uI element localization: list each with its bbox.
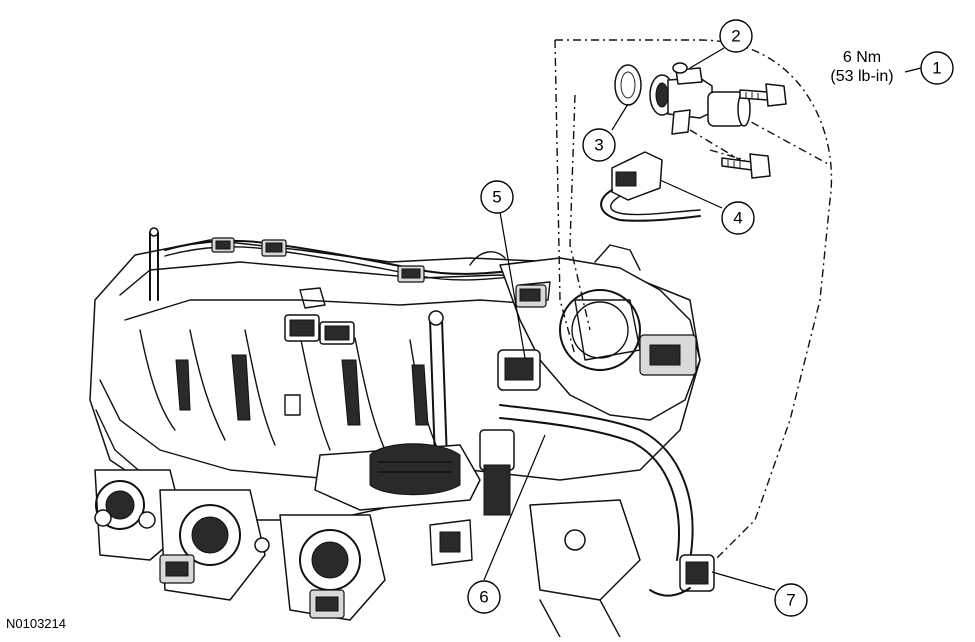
bolt-icon	[739, 83, 787, 107]
solenoid-valve	[649, 62, 751, 135]
leader-line-4	[659, 179, 723, 209]
torque-spec: 6 Nm (53 lb-in)	[830, 49, 893, 85]
leader-line-6	[483, 434, 546, 581]
callout-7: 7	[774, 583, 808, 617]
electrical-connector-icon	[600, 151, 701, 222]
svg-text:6: 6	[479, 588, 488, 607]
leader-line-1	[904, 67, 922, 73]
exploded-components	[515, 39, 833, 561]
callouts: 1 2 3 4 5 6 7	[467, 19, 954, 617]
pressure-line-fitting	[649, 554, 715, 597]
o-ring-icon	[614, 64, 642, 106]
ignition-coils	[94, 469, 386, 621]
torque-imperial: (53 lb-in)	[830, 68, 893, 85]
manifold-sensor-connector	[284, 314, 355, 345]
torque-metric: 6 Nm	[843, 49, 881, 66]
harness-connector-c	[397, 265, 425, 283]
leader-line-3	[611, 103, 629, 131]
svg-text:4: 4	[733, 209, 742, 228]
leader-line-2	[689, 47, 725, 69]
bolt-icon-lower	[721, 153, 771, 179]
fuel-rail-assembly	[314, 404, 694, 638]
svg-text:5: 5	[492, 188, 501, 207]
callout-6: 6	[467, 580, 501, 614]
svg-text:1: 1	[932, 59, 941, 78]
component-5-sensor	[497, 349, 541, 391]
harness-connector-b	[261, 239, 287, 257]
leader-line-5	[499, 211, 526, 359]
callout-3: 3	[582, 128, 616, 162]
callout-4: 4	[721, 201, 755, 235]
callout-1: 1	[920, 51, 954, 85]
svg-text:2: 2	[731, 27, 740, 46]
throttle-body	[469, 244, 701, 421]
callout-2: 2	[719, 19, 753, 53]
svg-text:3: 3	[594, 136, 603, 155]
figure-id: N0103214	[6, 616, 66, 631]
harness-connector-a	[211, 237, 235, 253]
svg-text:7: 7	[786, 591, 795, 610]
leader-line-7	[711, 571, 776, 591]
callout-5: 5	[480, 180, 514, 214]
